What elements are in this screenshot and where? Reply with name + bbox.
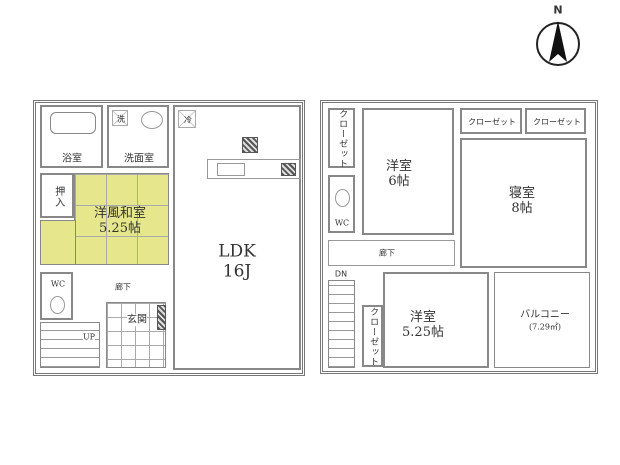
closet-top-1: クローゼット	[460, 108, 522, 134]
kitchen-sink	[217, 163, 245, 176]
room525-size: 5.25帖	[402, 325, 444, 340]
washroom: 洗 洗面室	[107, 105, 169, 168]
stairs-dn-label: DN	[334, 269, 348, 279]
north-arrow-icon	[536, 21, 580, 66]
sink-icon	[141, 111, 163, 129]
toilet-icon	[50, 296, 65, 314]
toilet-icon	[335, 189, 350, 207]
balcony-area: (7.29㎡)	[528, 322, 562, 331]
hallway-2f: 廊下	[328, 240, 455, 266]
closet-bottom: クローゼット	[362, 305, 383, 367]
bedroom-name: 寝室	[508, 186, 536, 202]
japanese-room-size: 5.25帖	[99, 221, 141, 236]
japanese-room-ext	[40, 220, 76, 265]
stairs-2f	[328, 280, 355, 368]
ldk-size: 16J	[222, 261, 252, 281]
balcony-name: バルコニー	[520, 309, 570, 321]
washer-box: 洗	[112, 110, 128, 126]
room525-name: 洋室	[409, 310, 437, 326]
wc-2f: WC	[328, 175, 355, 233]
fridge-box: 冷	[178, 110, 196, 128]
hallway-label: 廊下	[115, 282, 131, 292]
bathroom: 浴室	[40, 105, 103, 168]
north-label: N	[553, 3, 563, 17]
kitchen-counter	[207, 159, 301, 179]
washer-label: 洗	[117, 114, 125, 124]
floor2-plan	[320, 100, 598, 374]
closet-bottom-label: クローゼット	[368, 307, 379, 367]
wc-1f: WC	[40, 272, 73, 320]
ldk-name: LDK	[218, 241, 256, 262]
closet-left-label: クローゼット	[337, 109, 348, 169]
closet-label: 押入	[52, 186, 64, 208]
closet-left: クローゼット	[328, 108, 355, 169]
room6-size: 6帖	[388, 174, 410, 189]
compass: N	[530, 2, 586, 68]
bathtub	[50, 112, 96, 134]
oshiire-closet: 押入	[40, 173, 74, 218]
wc2-label: WC	[334, 218, 350, 228]
balcony-label: バルコニー(7.29㎡)	[520, 310, 570, 333]
hallway2-label: 廊下	[379, 248, 395, 258]
washroom-label: 洗面室	[124, 153, 154, 165]
closet-top-2: クローゼット	[525, 108, 586, 134]
stairs-up-label: UP	[82, 332, 96, 342]
shoe-box-icon	[157, 305, 166, 330]
room6-name: 洋室	[385, 159, 413, 175]
entrance-label: 玄関	[127, 314, 147, 326]
fridge-label: 冷	[184, 115, 192, 125]
stove-icon	[281, 163, 296, 176]
stairs-1f: UP	[40, 322, 100, 368]
bedroom-size: 8帖	[511, 201, 533, 216]
japanese-room-name: 洋風和室	[93, 206, 147, 222]
entrance: 玄関	[106, 302, 166, 368]
balcony: バルコニー(7.29㎡)	[494, 272, 590, 368]
closet-top2-label: クローゼット	[533, 117, 581, 127]
wc-label: WC	[50, 279, 66, 289]
bath-label: 浴室	[62, 153, 82, 165]
floor-storage-icon	[242, 137, 258, 153]
japanese-room	[74, 173, 169, 265]
closet-top1-label: クローゼット	[468, 117, 516, 127]
